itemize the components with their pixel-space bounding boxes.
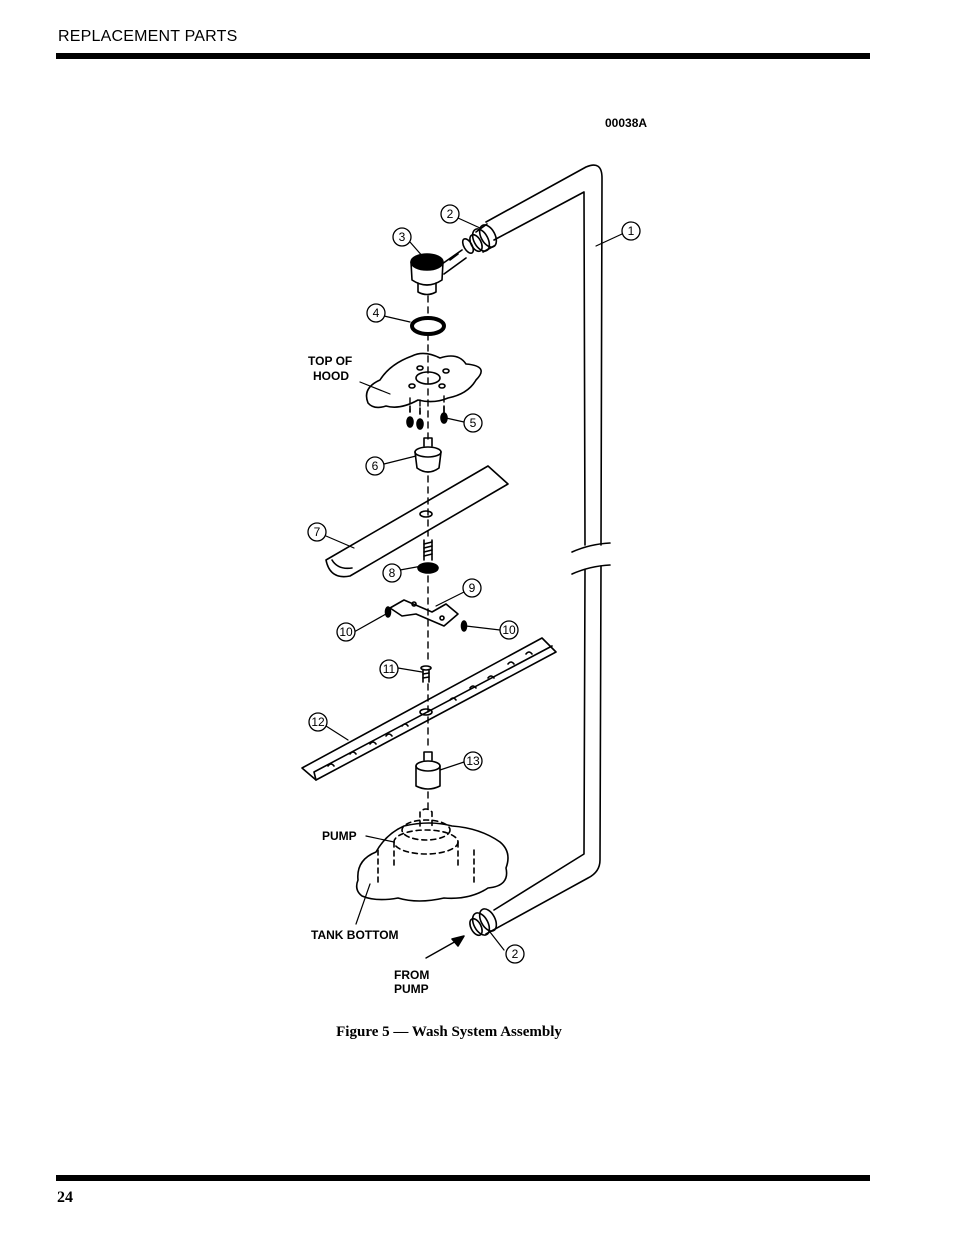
lower-arm-jets — [327, 651, 533, 767]
leader-lines — [325, 217, 623, 951]
callout-8: 8 — [389, 566, 396, 580]
wash-pipe — [485, 164, 611, 935]
label-top-of-hood-line1: TOP OF — [308, 354, 352, 368]
assembly-axis — [409, 295, 445, 813]
label-from-pump-line1: FROM — [394, 968, 429, 982]
page-header-title: REPLACEMENT PARTS — [58, 28, 238, 45]
callout-circles — [307, 204, 641, 964]
pipe-fitting-lower — [469, 908, 498, 937]
callout-2-lower: 2 — [512, 947, 519, 961]
callout-2-upper: 2 — [447, 207, 454, 221]
label-tank-bottom: TANK BOTTOM — [311, 928, 399, 942]
label-from-pump-line2: PUMP — [394, 982, 429, 996]
callout-1: 1 — [628, 224, 635, 238]
hood-plate — [365, 352, 482, 409]
elbow-fitting — [410, 237, 475, 296]
callout-11: 11 — [383, 662, 396, 676]
tank-bottom — [355, 822, 509, 902]
upper-wash-arm — [325, 465, 509, 578]
page-number: 24 — [57, 1189, 73, 1206]
pump-assembly — [377, 808, 475, 885]
callout-6: 6 — [372, 459, 379, 473]
callout-7: 7 — [314, 525, 321, 539]
callout-4: 4 — [373, 306, 380, 320]
callout-3: 3 — [399, 230, 406, 244]
arm-bolt — [420, 665, 432, 683]
figure-caption: Figure 5 — Wash System Assembly — [336, 1024, 562, 1040]
callout-9: 9 — [469, 581, 476, 595]
header-rule — [56, 53, 870, 59]
callout-10-left: 10 — [339, 625, 353, 639]
pipe-fitting-upper — [469, 223, 498, 253]
bolt-washer — [417, 539, 439, 574]
mounting-bracket — [389, 599, 459, 627]
lower-wash-arm — [301, 637, 557, 781]
callout-5: 5 — [470, 416, 477, 430]
label-top-of-hood-line2: HOOD — [313, 369, 349, 383]
bearing — [414, 437, 442, 473]
flow-arrow — [425, 935, 465, 959]
arm-hub — [415, 751, 441, 790]
callout-12: 12 — [311, 715, 325, 729]
callout-10-right: 10 — [502, 623, 516, 637]
o-ring — [410, 316, 446, 336]
figure-code: 00038A — [605, 116, 647, 130]
label-pump: PUMP — [322, 829, 357, 843]
callout-13: 13 — [466, 754, 480, 768]
hood-screws — [406, 405, 448, 430]
footer-rule — [56, 1175, 870, 1181]
